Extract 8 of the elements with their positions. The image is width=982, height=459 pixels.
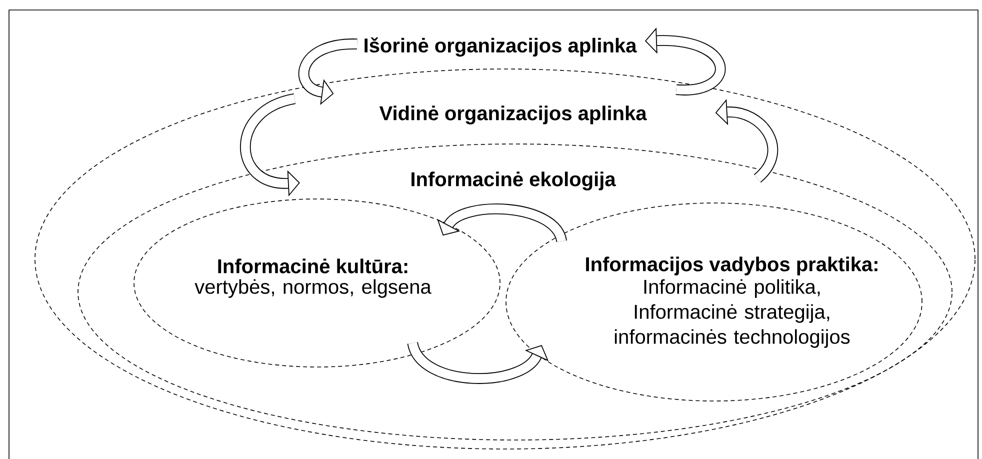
heading-text: Vidinė organizacijos aplinka xyxy=(379,106,647,124)
heading-text: Išorinė organizacijos aplinka xyxy=(364,37,637,57)
heading-text: Informacinė kultūra: xyxy=(218,258,408,274)
curved-arrow xyxy=(437,204,567,243)
heading-text: Informacinė ekologija xyxy=(412,172,616,190)
body-text: Informacinė politika, Informacinė strategija, informacinės technologijos xyxy=(614,279,850,348)
body-text: vertybės, normos, elgsena xyxy=(194,279,432,298)
heading-text: Informacijos vadybos praktika: xyxy=(586,256,878,276)
